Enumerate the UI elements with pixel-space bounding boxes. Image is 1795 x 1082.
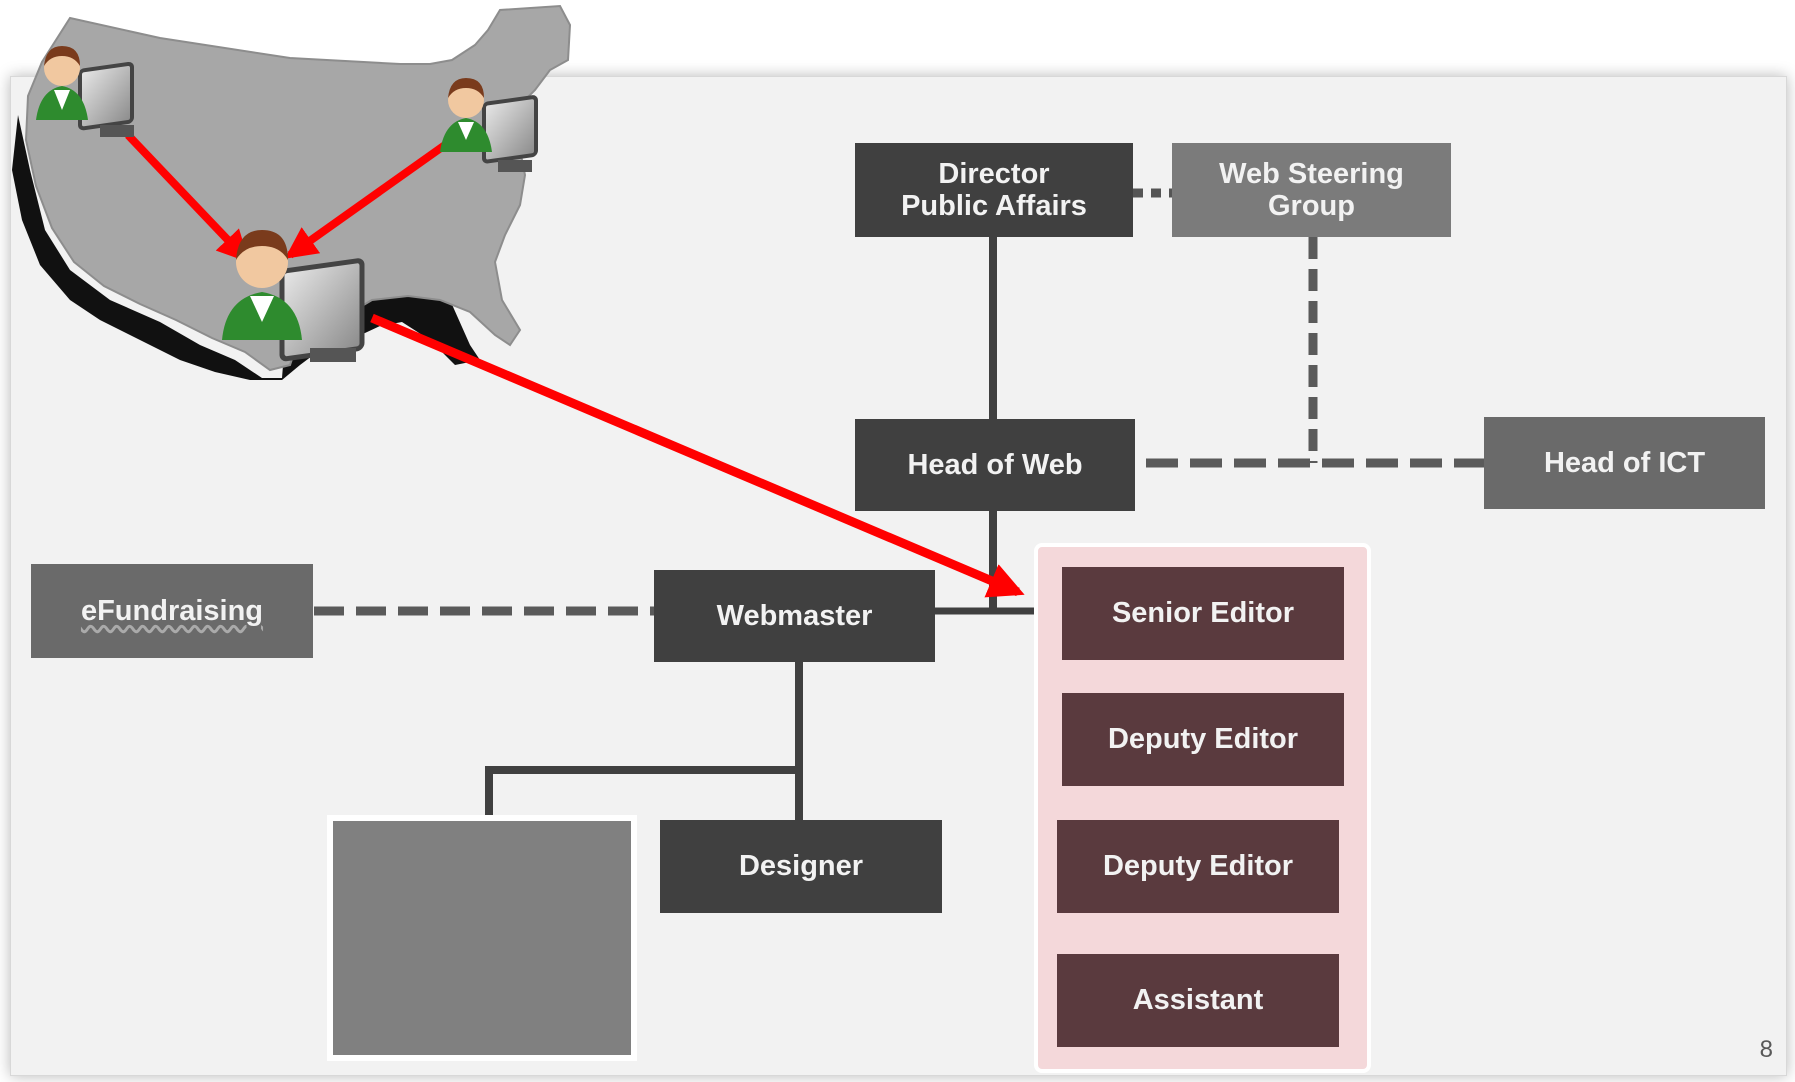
efundraising-box: eFundraising <box>31 564 313 658</box>
assistant-box: Assistant <box>1057 954 1339 1047</box>
user-at-computer-icon <box>222 230 365 362</box>
deputy-editor-box-1: Deputy Editor <box>1062 693 1344 786</box>
senior-editor-box: Senior Editor <box>1062 567 1344 660</box>
arrow-east-user <box>284 136 455 259</box>
arrow-to-senior-editor <box>370 313 1025 598</box>
page-number: 8 <box>1759 1036 1773 1063</box>
web-steering-group-box: Web Steering Group <box>1172 143 1451 237</box>
deputy-editor-box-2: Deputy Editor <box>1057 820 1339 913</box>
head-of-ict-box: Head of ICT <box>1484 417 1765 509</box>
arrow-west-user <box>125 132 250 263</box>
user-at-computer-icon <box>36 46 134 137</box>
webmaster-box: Webmaster <box>654 570 935 662</box>
image-placeholder-box <box>327 815 637 1061</box>
user-at-computer-icon <box>440 78 538 172</box>
head-of-web-box: Head of Web <box>855 419 1135 511</box>
designer-box: Designer <box>660 820 942 913</box>
director-public-affairs-box: Director Public Affairs <box>855 143 1133 237</box>
connector-webmaster-placeholder <box>485 766 799 815</box>
